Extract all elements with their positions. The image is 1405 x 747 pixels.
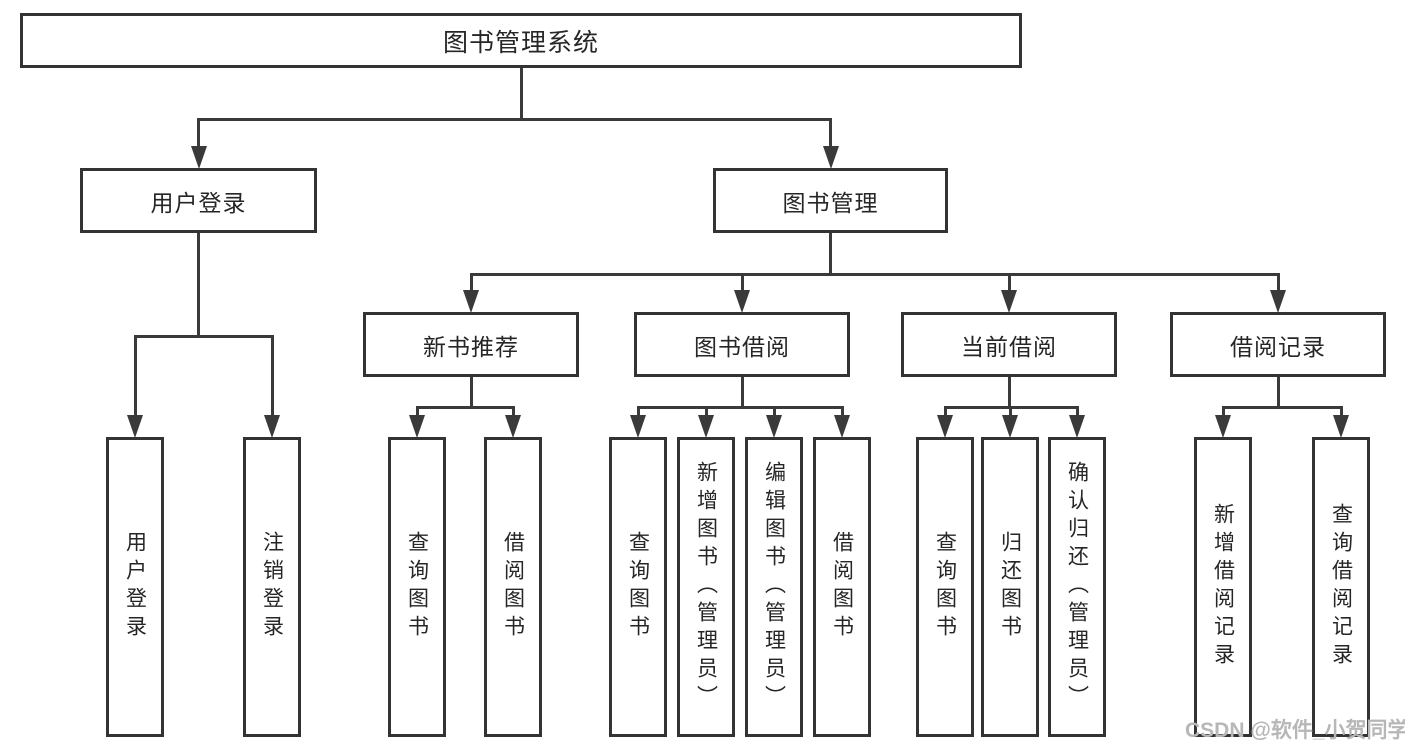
node-label-borrow-borrow-book: 借阅图书 xyxy=(830,531,854,643)
connector-line-horizontal xyxy=(197,118,832,121)
connector-line-vertical xyxy=(829,233,832,276)
arrow-down-icon xyxy=(822,146,839,169)
watermark: CSDN @软件_小贺同学 xyxy=(1185,719,1405,742)
node-label-current-borrow: 当前借阅 xyxy=(961,333,1057,360)
connector-line-vertical xyxy=(270,335,274,416)
node-label-new-book-rec: 新书推荐 xyxy=(423,333,519,360)
node-current-return-book: 归还图书 xyxy=(981,437,1039,737)
arrow-down-icon xyxy=(463,290,479,313)
node-label-rec-borrow-book: 借阅图书 xyxy=(501,531,525,643)
arrow-down-icon xyxy=(1215,415,1231,438)
connector-line-horizontal xyxy=(1221,406,1343,409)
connector-line-vertical xyxy=(772,406,776,416)
connector-line-vertical xyxy=(1007,273,1011,291)
arrow-down-icon xyxy=(1069,415,1085,438)
node-rec-query-book: 查询图书 xyxy=(388,437,446,737)
connector-line-vertical xyxy=(469,273,473,291)
node-current-borrow: 当前借阅 xyxy=(901,312,1117,377)
node-label-book-borrow: 图书借阅 xyxy=(694,333,790,360)
node-login: 用户登录 xyxy=(80,168,317,233)
node-new-book-rec: 新书推荐 xyxy=(363,312,579,377)
connector-line-vertical xyxy=(197,118,200,147)
arrow-down-icon xyxy=(190,146,207,169)
arrow-down-icon xyxy=(264,415,280,438)
arrow-down-icon xyxy=(409,415,425,438)
connector-line-vertical xyxy=(1276,273,1280,291)
node-borrow-borrow-book: 借阅图书 xyxy=(813,437,871,737)
connector-line-horizontal xyxy=(415,406,515,409)
node-record-add: 新增借阅记录 xyxy=(1194,437,1252,737)
connector-line-vertical xyxy=(519,68,523,121)
arrow-down-icon xyxy=(734,290,750,313)
arrow-down-icon xyxy=(766,415,782,438)
node-label-borrow-record: 借阅记录 xyxy=(1230,333,1326,360)
node-label-borrow-query-book: 查询图书 xyxy=(626,531,650,643)
connector-line-vertical xyxy=(943,406,947,416)
connector-line-vertical xyxy=(1007,377,1011,409)
connector-line-horizontal xyxy=(469,273,1280,276)
node-borrow-query-book: 查询图书 xyxy=(609,437,667,737)
arrow-down-icon xyxy=(1002,415,1018,438)
connector-line-vertical xyxy=(133,335,137,416)
node-label-record-query: 查询借阅记录 xyxy=(1329,503,1353,671)
connector-line-vertical xyxy=(1008,406,1012,416)
node-root: 图书管理系统 xyxy=(20,13,1022,68)
connector-line-vertical xyxy=(1221,406,1225,416)
node-book-borrow: 图书借阅 xyxy=(634,312,850,377)
connector-line-vertical xyxy=(469,377,473,409)
node-current-query-book: 查询图书 xyxy=(916,437,974,737)
arrow-down-icon xyxy=(1333,415,1349,438)
arrow-down-icon xyxy=(630,415,646,438)
arrow-down-icon xyxy=(698,415,714,438)
connector-line-vertical xyxy=(704,406,708,416)
connector-line-vertical xyxy=(840,406,844,416)
node-label-login: 用户登录 xyxy=(150,189,247,216)
connector-line-vertical xyxy=(636,406,640,416)
connector-line-vertical xyxy=(740,377,744,409)
connector-line-vertical xyxy=(1339,406,1343,416)
node-label-current-return-book: 归还图书 xyxy=(998,531,1022,643)
arrow-down-icon xyxy=(1001,290,1017,313)
node-borrow-add-book: 新增图书（管理员） xyxy=(677,437,735,737)
connector-line-horizontal xyxy=(133,335,274,338)
connector-line-vertical xyxy=(740,273,744,291)
connector-line-vertical xyxy=(1276,377,1280,409)
connector-line-vertical xyxy=(197,233,200,338)
node-label-record-add: 新增借阅记录 xyxy=(1211,503,1235,671)
node-book-mgmt: 图书管理 xyxy=(713,168,948,233)
node-record-query: 查询借阅记录 xyxy=(1312,437,1370,737)
node-label-borrow-edit-book: 编辑图书（管理员） xyxy=(762,461,786,713)
node-label-rec-query-book: 查询图书 xyxy=(405,531,429,643)
arrow-down-icon xyxy=(1270,290,1286,313)
node-label-root: 图书管理系统 xyxy=(442,28,599,57)
arrow-down-icon xyxy=(127,415,143,438)
connector-line-vertical xyxy=(511,406,515,416)
node-label-login-logout: 注销登录 xyxy=(260,531,284,643)
node-label-current-confirm-return: 确认归还（管理员） xyxy=(1065,461,1089,713)
node-borrow-record: 借阅记录 xyxy=(1170,312,1386,377)
node-login-user: 用户登录 xyxy=(106,437,164,737)
connector-line-horizontal xyxy=(636,406,844,409)
node-label-borrow-add-book: 新增图书（管理员） xyxy=(694,461,718,713)
node-rec-borrow-book: 借阅图书 xyxy=(484,437,542,737)
arrow-down-icon xyxy=(505,415,521,438)
node-login-logout: 注销登录 xyxy=(243,437,301,737)
connector-line-vertical xyxy=(829,118,832,147)
arrow-down-icon xyxy=(937,415,953,438)
connector-line-vertical xyxy=(1075,406,1079,416)
node-label-login-user: 用户登录 xyxy=(123,531,147,643)
node-label-book-mgmt: 图书管理 xyxy=(782,189,879,216)
node-label-current-query-book: 查询图书 xyxy=(933,531,957,643)
connector-line-vertical xyxy=(415,406,419,416)
node-current-confirm-return: 确认归还（管理员） xyxy=(1048,437,1106,737)
node-borrow-edit-book: 编辑图书（管理员） xyxy=(745,437,803,737)
arrow-down-icon xyxy=(834,415,850,438)
